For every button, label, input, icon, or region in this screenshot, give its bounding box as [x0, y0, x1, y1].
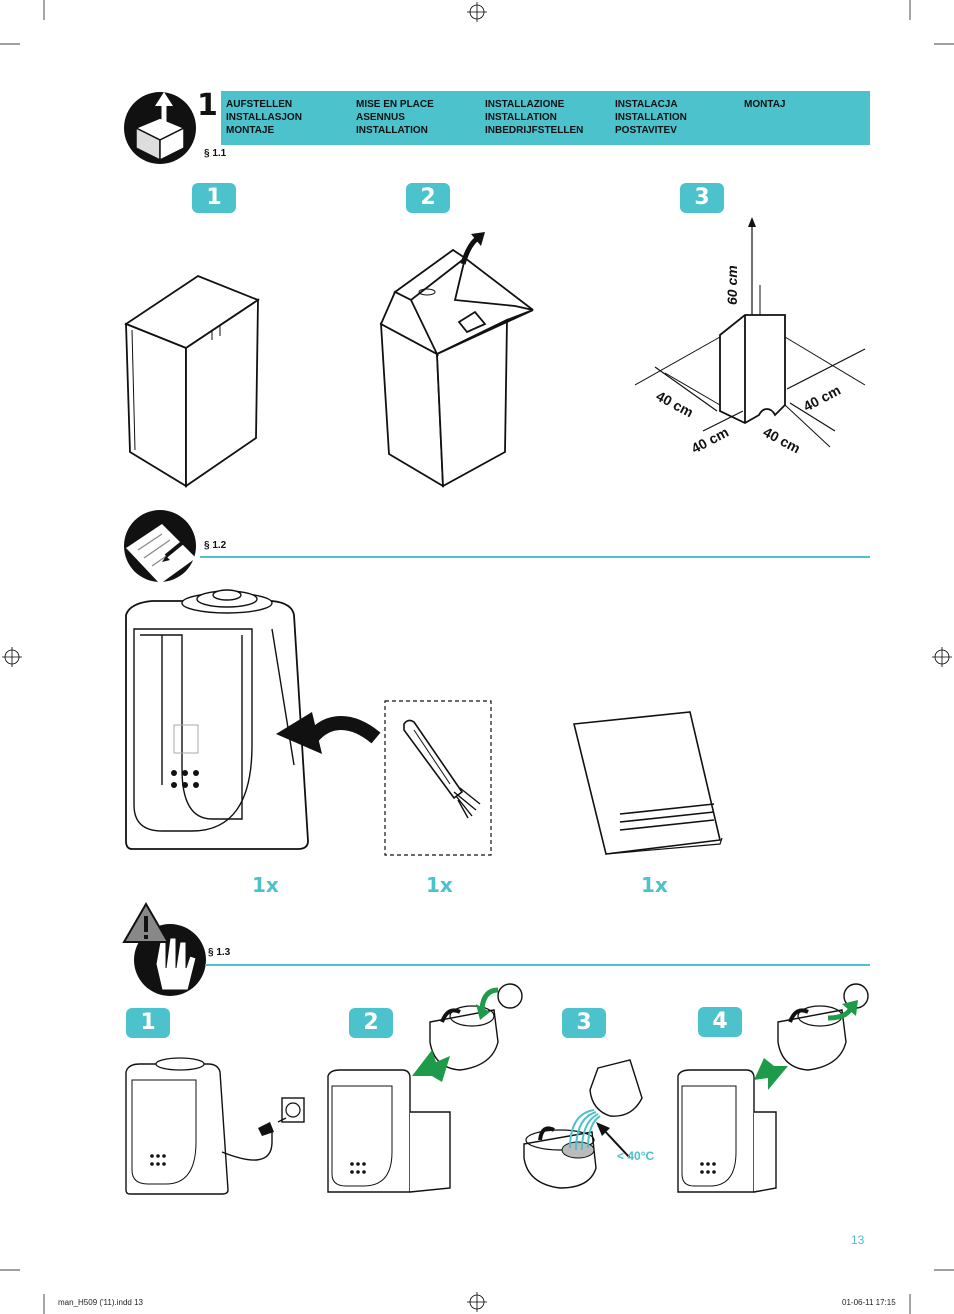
page-number: 13	[851, 1233, 865, 1247]
height-clearance-label: 60 cm	[724, 265, 740, 305]
warning-step-badge-4: 4	[698, 1007, 742, 1037]
insert-arrow-icon	[276, 712, 381, 754]
warning-step-badge-3: 3	[562, 1008, 606, 1038]
open-box-illustration	[379, 232, 534, 488]
closed-box-illustration	[124, 274, 260, 488]
quantity-brush: 1x	[426, 873, 453, 897]
box-unpack-icon	[124, 92, 196, 164]
footer-filename: man_H509 ('11).indd 13	[58, 1298, 143, 1307]
fill-water-tank-illustration	[523, 1059, 643, 1189]
warning-step-badge-1: 1	[126, 1008, 170, 1038]
step-badge-1: 1	[192, 183, 236, 213]
section-rule-1-2	[200, 556, 870, 558]
cleaning-brush-illustration	[384, 700, 492, 856]
water-temperature-label: < 40°C	[617, 1149, 655, 1163]
quantity-manual: 1x	[641, 873, 668, 897]
insert-water-tank-illustration	[677, 983, 869, 1193]
section-number: 1	[197, 88, 218, 123]
instruction-manual-illustration	[573, 711, 723, 855]
humidifier-unplug-illustration	[125, 1057, 305, 1195]
section-rule-1-3	[205, 964, 870, 966]
paragraph-1-3: § 1.3	[208, 947, 231, 958]
spacing-diagram	[634, 217, 866, 448]
footer-timestamp: 01-06-11 17:15	[842, 1298, 896, 1307]
paragraph-1-1: § 1.1	[204, 148, 227, 159]
warning-step-badge-2: 2	[349, 1008, 393, 1038]
quantity-humidifier: 1x	[252, 873, 279, 897]
heading-column-5: MONTAJ	[744, 99, 786, 110]
humidifier-illustration	[125, 589, 309, 850]
section-header-band	[221, 91, 870, 145]
remove-water-tank-illustration	[327, 983, 523, 1193]
warning-hand-icon	[122, 902, 206, 996]
paragraph-1-2: § 1.2	[204, 540, 227, 551]
checklist-icon	[124, 510, 196, 584]
step-badge-3: 3	[680, 183, 724, 213]
step-badge-2: 2	[406, 183, 450, 213]
